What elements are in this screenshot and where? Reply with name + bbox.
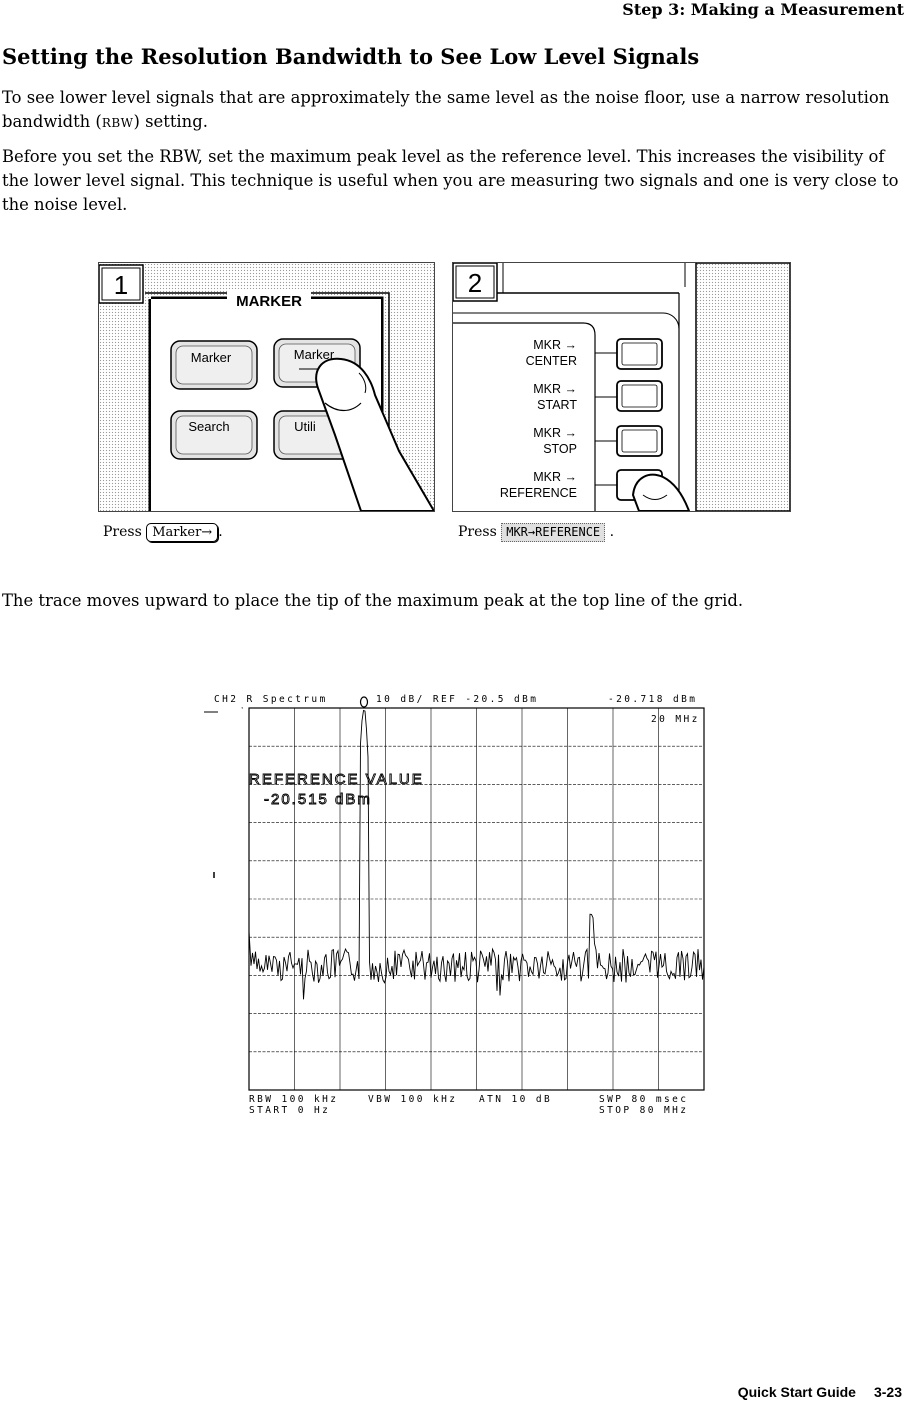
running-head: Step 3: Making a Measurement	[622, 0, 904, 19]
step-2-badge: 2	[453, 263, 498, 302]
step-2-number: 2	[468, 268, 482, 298]
figure-1-caption: Press Marker→.	[103, 523, 223, 542]
marker-key[interactable]: Marker	[170, 340, 258, 390]
spectrum-trace	[248, 709, 705, 1000]
caption-period: .	[609, 524, 615, 540]
step-1-number: 1	[114, 270, 128, 300]
screen-channel-label: CH2 R Spectrum	[214, 694, 328, 705]
mkr-start-line1: MKR →	[533, 382, 577, 396]
screen-marker-amplitude: -20.718 dBm	[608, 694, 697, 705]
rbw-abbreviation: RBW	[101, 116, 134, 130]
marker-arrow-hardkey: Marker→	[146, 523, 219, 542]
mkr-reference-line2: REFERENCE	[500, 486, 577, 500]
mkr-center-line1: MKR →	[533, 338, 577, 352]
search-key-label: Search	[188, 419, 229, 434]
svg-text:,: ,	[241, 701, 243, 710]
analyzer-screen: CH2 R Spectrum 10 dB/ REF -20.5 dBm -20.…	[200, 686, 710, 1116]
screen-attenuation: ATN 10 dB	[479, 1094, 552, 1105]
caption-press: Press	[103, 524, 142, 540]
section-title: Setting the Resolution Bandwidth to See …	[2, 44, 700, 69]
mkr-center-line2: CENTER	[526, 354, 577, 368]
page-footer: Quick Start Guide 3-23	[738, 1384, 902, 1400]
marker-icon	[359, 696, 369, 708]
screen-scale-ref: 10 dB/ REF -20.5 dBm	[376, 694, 538, 705]
marker-key-label: Marker	[191, 350, 232, 365]
intro-text-end: ) setting.	[133, 112, 208, 131]
utility-key-label: Utili	[294, 419, 316, 434]
mkr-start-softkey[interactable]: MKR → START	[533, 380, 663, 412]
screen-graticule	[248, 707, 705, 1091]
screen-marker-frequency: 20 MHz	[651, 714, 700, 725]
footer-guide-title: Quick Start Guide	[737, 1384, 856, 1400]
page-number: 3-23	[873, 1384, 902, 1400]
figure-step-1: 1 MARKER Marker Marker Search Utili	[98, 262, 435, 512]
figure-2-caption: Press MKR→REFERENCE .	[458, 523, 614, 542]
mkr-stop-line1: MKR →	[533, 426, 577, 440]
marker-group-label: MARKER	[236, 293, 302, 310]
mkr-reference-line1: MKR →	[533, 470, 577, 484]
screen-stop-freq: STOP 80 MHz	[599, 1105, 688, 1116]
step-1-badge: 1	[99, 264, 144, 304]
screen-rbw: RBW 100 kHz	[249, 1094, 338, 1105]
intro-text: To see lower level signals that are appr…	[2, 88, 890, 131]
search-key[interactable]: Search	[170, 410, 258, 460]
caption-period: .	[218, 524, 223, 540]
technique-paragraph: Before you set the RBW, set the maximum …	[2, 147, 899, 214]
mkr-reference-softkey-label: MKR→REFERENCE	[501, 523, 606, 542]
result-paragraph: The trace moves upward to place the tip …	[2, 591, 744, 610]
mkr-center-softkey[interactable]: MKR → CENTER	[526, 338, 663, 370]
mkr-stop-softkey[interactable]: MKR → STOP	[533, 425, 663, 457]
pressing-finger-icon	[631, 473, 691, 511]
mkr-start-line2: START	[537, 398, 577, 412]
reference-value-number: -20.515 dBm	[264, 791, 372, 808]
figure-step-2: 2 MKR → CENTER MKR → START MKR → STOP MK…	[452, 262, 791, 512]
screen-vbw: VBW 100 kHz	[368, 1094, 457, 1105]
intro-paragraph: To see lower level signals that are appr…	[2, 86, 906, 135]
marker-arrow-key-label: Marker	[294, 347, 335, 362]
screen-sweep-time: SWP 80 msec	[599, 1094, 688, 1105]
reference-value-label: REFERENCE VALUE	[249, 771, 424, 788]
pressing-finger-icon	[315, 357, 434, 511]
caption-press: Press	[458, 524, 497, 540]
screen-start-freq: START 0 Hz	[249, 1105, 330, 1116]
mkr-stop-line2: STOP	[543, 442, 577, 456]
